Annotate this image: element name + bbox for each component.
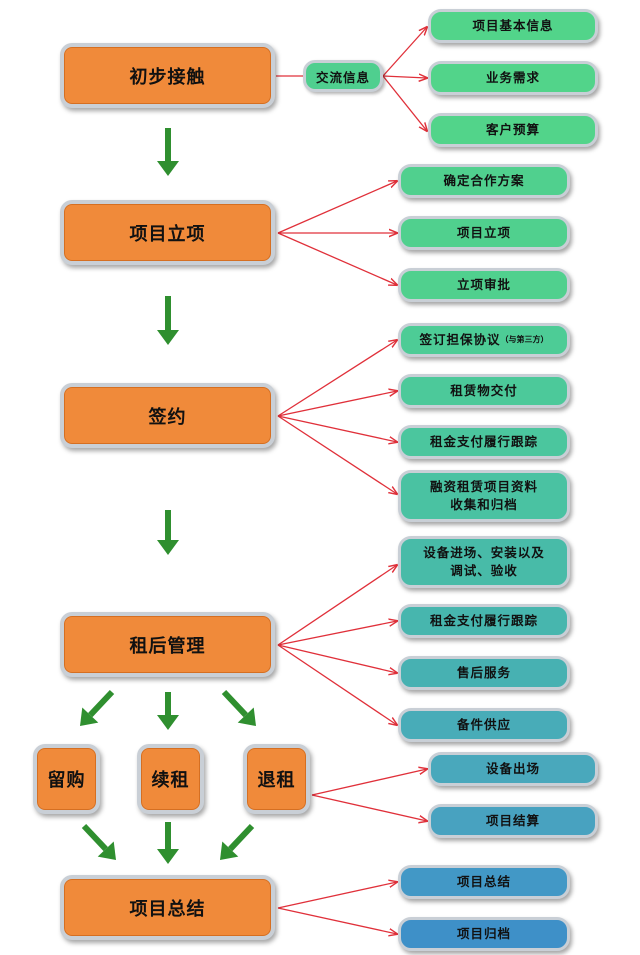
task-doc-archive: 融资租赁项目资料 收集和归档 [398,470,570,522]
arrow-contact-to-initiation [157,128,179,176]
task-sign-guarantee: 签订担保协议（与第三方） [398,323,570,357]
task-rent-tracking-signing: 租金支付履行跟踪 [398,425,570,459]
link-post-1 [277,621,397,646]
stage-signing: 签约 [60,383,275,448]
task-equipment-install: 设备进场、安装以及 调试、验收 [398,536,570,588]
task-customer-budget: 客户预算 [428,113,598,147]
task-project-summary: 项目总结 [398,865,570,899]
task-project-setup: 项目立项 [398,216,570,250]
task-business-needs: 业务需求 [428,61,598,95]
link-info-2 [382,75,427,131]
task-leased-item-delivery: 租赁物交付 [398,374,570,408]
task-project-settlement: 项目结算 [428,804,598,838]
task-setup-approval: 立项审批 [398,268,570,302]
arrow-post-to-retain [80,689,115,726]
task-cooperation-plan: 确定合作方案 [398,164,570,198]
task-after-sales: 售后服务 [398,656,570,690]
task-equipment-exit: 设备出场 [428,752,598,786]
link-post-2 [277,644,397,673]
stage-post-lease: 租后管理 [60,612,275,677]
stage-initial-contact: 初步接触 [60,43,275,108]
link-info-0 [382,27,427,77]
task-sign-guarantee-label: 签订担保协议 [419,331,501,347]
arrow-post-to-return [221,689,256,726]
link-initiation-0 [277,181,397,234]
link-return-1 [311,794,427,821]
stage-renew: 续租 [137,744,204,814]
task-project-basic-info: 项目基本信息 [428,9,598,43]
link-signing-2 [277,415,397,442]
task-project-archive: 项目归档 [398,917,570,951]
arrow-renew-to-summary [157,822,179,864]
link-signing-0 [277,340,397,417]
link-info-1 [382,76,427,78]
link-return-0 [311,769,427,796]
link-signing-1 [277,391,397,417]
link-post-3 [277,644,397,725]
stage-summary: 项目总结 [60,875,275,940]
task-spare-parts: 备件供应 [398,708,570,742]
arrow-post-to-renew [157,692,179,730]
stage-return: 退租 [243,744,310,814]
arrow-initiation-to-signing [157,296,179,345]
stage-project-initiation: 项目立项 [60,200,275,265]
link-initiation-2 [277,232,397,285]
task-sign-guarantee-note: （与第三方） [500,335,549,345]
link-post-0 [277,565,397,646]
arrow-retain-to-summary [81,823,116,860]
task-rent-tracking-post: 租金支付履行跟踪 [398,604,570,638]
info-exchange-connector: 交流信息 [303,60,383,92]
link-summary-0 [277,882,397,909]
link-signing-3 [277,415,397,494]
arrow-signing-to-post [157,510,179,555]
link-summary-1 [277,907,397,934]
arrow-return-to-summary [220,823,255,860]
stage-retain: 留购 [33,744,100,814]
